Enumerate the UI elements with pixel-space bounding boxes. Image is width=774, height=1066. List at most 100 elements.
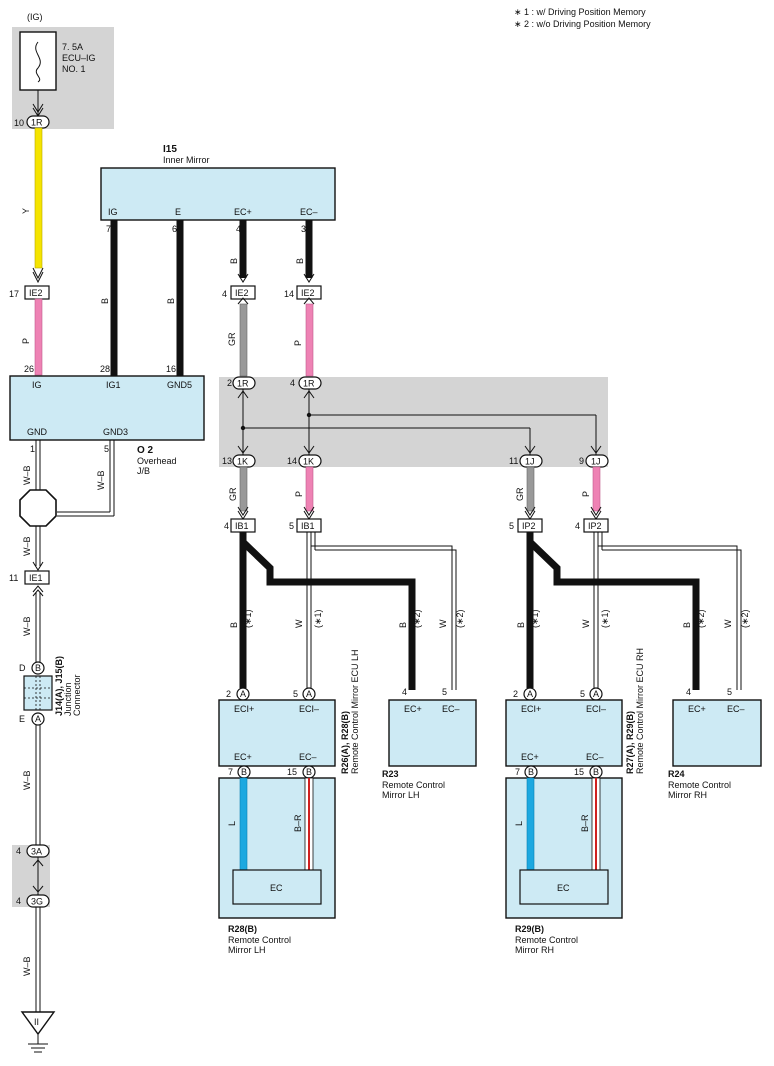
lh-wire-b2: B <box>398 622 408 628</box>
wire-pink-left <box>34 298 43 376</box>
jb-pin-16: 16 <box>166 364 176 374</box>
ecu-lh-name: Remote Control Mirror ECU LH <box>350 649 360 774</box>
r29b-ec-label: EC <box>557 883 570 893</box>
fuse-rating: 7. 5A <box>62 42 83 52</box>
fuse-icon <box>35 41 41 83</box>
r23-box <box>388 699 477 767</box>
r28b-ec-label: EC <box>270 883 283 893</box>
ecu-rh-ec-minus: EC– <box>586 752 604 762</box>
r29b-name-2: Mirror RH <box>515 945 554 955</box>
ecu-rh-eci-plus: ECI+ <box>521 704 541 714</box>
ib1-connector-b <box>296 518 322 533</box>
jb-conn-pin-13: 13 <box>222 456 232 466</box>
note-2: ∗ 2 : w/o Driving Position Memory <box>514 19 651 29</box>
ecu-lh-box <box>218 699 336 767</box>
im-term-e: E <box>175 207 181 217</box>
wire-gr-label-3: GR <box>515 487 525 501</box>
ib1-pin-4: 4 <box>224 521 229 531</box>
wire-wb-label-6: W–B <box>22 956 32 976</box>
im-pin-7: 7 <box>106 224 111 234</box>
wire-br-lh <box>304 777 314 871</box>
wire-br-label-lh: B–R <box>293 814 303 832</box>
ecu-rh-eci-minus: ECI– <box>586 704 606 714</box>
wire-grey-3 <box>526 466 535 512</box>
ground-triangle <box>20 1011 56 1036</box>
wire-wb-ground <box>35 440 115 517</box>
jb-pin-5: 5 <box>104 444 109 454</box>
ecu-rh-pin-a2: A <box>593 689 599 699</box>
jb-term-gnd3: GND3 <box>103 427 128 437</box>
wire-wb-label-4: W–B <box>22 616 32 636</box>
ecu-lh-eci-plus: ECI+ <box>234 704 254 714</box>
jb-conn-pin-2: 2 <box>227 378 232 388</box>
jb-pin-26: 26 <box>24 364 34 374</box>
rh-branch-wiring <box>526 532 742 690</box>
wire-wb-label-2: W–B <box>96 470 106 490</box>
r24-pin-4: 4 <box>686 687 691 697</box>
wire-wb-label-5: W–B <box>22 770 32 790</box>
jb-conn-pin-9: 9 <box>579 456 584 466</box>
fuse-name: ECU–IG <box>62 53 96 63</box>
conn-3g <box>26 894 50 908</box>
junction-code: J14(A), J15(B) <box>54 656 64 716</box>
junction-box <box>23 675 53 711</box>
r23-pin-4: 4 <box>402 687 407 697</box>
junction-pin-b-circle <box>31 661 45 675</box>
wire-b-label-4: B <box>295 258 305 264</box>
conn-1r-b-label: 1R <box>303 379 315 389</box>
ecu-lh-code: R26(A), R28(B) <box>340 711 350 774</box>
rh-wire-w: W <box>581 619 591 628</box>
ecu-lh-pin-b2: B <box>306 767 312 777</box>
r24-ec-minus: EC– <box>727 704 745 714</box>
wire-b-label-1: B <box>100 298 110 304</box>
gnd-conn-pin-bot: 4 <box>16 896 21 906</box>
wire-p-label: P <box>21 338 31 344</box>
ip2-connector-b <box>583 518 609 533</box>
jb-area <box>219 377 608 467</box>
rh-wire-w2: W <box>723 619 733 628</box>
r23-name-1: Remote Control <box>382 780 445 790</box>
r29b-name-1: Remote Control <box>515 935 578 945</box>
jb-term-gnd: GND <box>27 427 48 437</box>
wire-grey-2 <box>239 466 248 512</box>
ecu-lh-pin-7: 7 <box>228 767 233 777</box>
ecu-lh-pin-b1: B <box>241 767 247 777</box>
ie2-pin-4: 4 <box>222 289 227 299</box>
rh-star-2a: (∗2) <box>696 609 706 628</box>
im-term-ecp: EC+ <box>234 207 252 217</box>
wire-l-label-lh: L <box>227 821 237 826</box>
r24-box <box>672 699 762 767</box>
r23-ec-plus: EC+ <box>404 704 422 714</box>
ie2-label-a: IE2 <box>235 288 249 298</box>
r23-name-2: Mirror LH <box>382 790 420 800</box>
conn-1r-a-label: 1R <box>237 379 249 389</box>
conn-1j-b-label: 1J <box>591 457 601 467</box>
wire-pink-2 <box>305 466 314 512</box>
ecu-lh-pin-5: 5 <box>293 689 298 699</box>
ecu-rh-box <box>505 699 623 767</box>
ecu-rh-pin-b2: B <box>593 767 599 777</box>
im-term-ecm: EC– <box>300 207 318 217</box>
wire-b-label-2: B <box>166 298 176 304</box>
ecu-lh-pin-a1: A <box>240 689 246 699</box>
r24-pin-5: 5 <box>727 687 732 697</box>
ecu-rh-pin-2: 2 <box>513 689 518 699</box>
lh-wire-w: W <box>294 619 304 628</box>
conn-1r-b <box>298 376 322 390</box>
wire-pink-1 <box>305 303 314 377</box>
r23-ec-minus: EC– <box>442 704 460 714</box>
junction-pin-e: E <box>19 714 25 724</box>
jb-term-ig: IG <box>32 380 42 390</box>
wire-p-label-3: P <box>294 491 304 497</box>
wire-yellow <box>34 127 43 269</box>
inner-mirror-box <box>100 167 336 221</box>
inner-mirror-name: Inner Mirror <box>163 155 210 165</box>
r24-name-2: Mirror RH <box>668 790 707 800</box>
inner-mirror-code: I15 <box>163 144 177 155</box>
fuse-box <box>19 31 57 91</box>
r23-pin-5: 5 <box>442 687 447 697</box>
jb-term-ig1: IG1 <box>106 380 121 390</box>
ecu-lh-pin-a2: A <box>306 689 312 699</box>
r28b-ec-box <box>232 869 322 905</box>
